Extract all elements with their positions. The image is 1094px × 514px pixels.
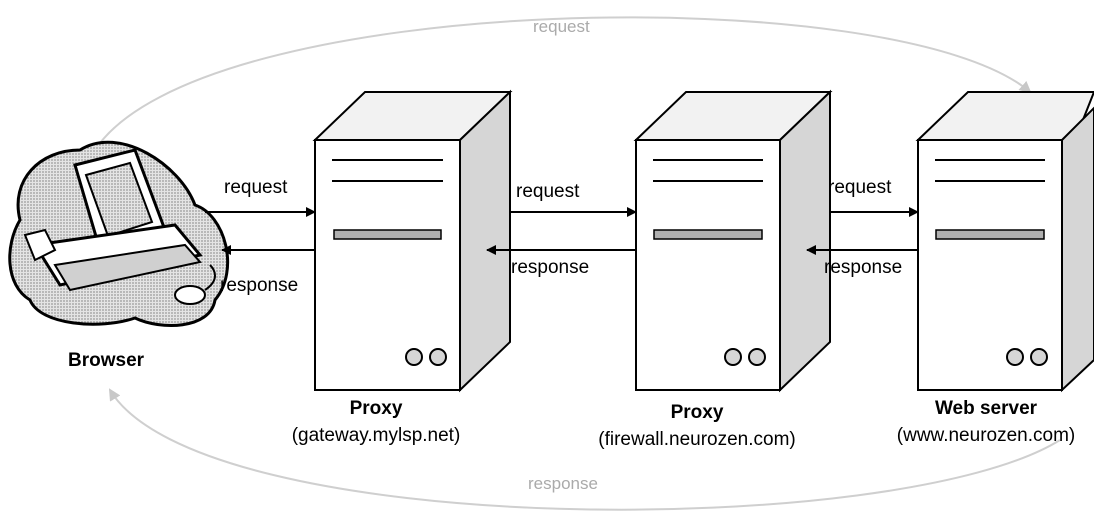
webserver-title: Web server xyxy=(934,398,1038,419)
proxy-firewall-server xyxy=(633,89,833,393)
link2-request-label: request xyxy=(516,181,580,202)
web-server xyxy=(915,91,1094,393)
proxy2-title: Proxy xyxy=(670,402,724,423)
outer-response-arc xyxy=(108,388,1061,511)
link3-response-label: response xyxy=(824,257,903,278)
link1-request-label: request xyxy=(224,177,288,198)
link2-response-label: response xyxy=(511,257,590,278)
outer-response-label: response xyxy=(528,474,598,493)
outer-request-label: request xyxy=(533,17,590,36)
proxy1-host: (gateway.mylsp.net) xyxy=(291,425,461,446)
browser-computer-icon xyxy=(8,140,230,327)
webserver-host: (www.neurozen.com) xyxy=(896,425,1076,446)
proxy1-title: Proxy xyxy=(349,398,403,419)
proxy2-host: (firewall.neurozen.com) xyxy=(598,429,796,450)
browser-label: Browser xyxy=(68,350,145,371)
proxy-gateway-server xyxy=(312,89,513,393)
link1-response-label: response xyxy=(220,275,299,296)
outer-request-arc xyxy=(94,16,1032,151)
link3-request-label: request xyxy=(828,177,892,198)
